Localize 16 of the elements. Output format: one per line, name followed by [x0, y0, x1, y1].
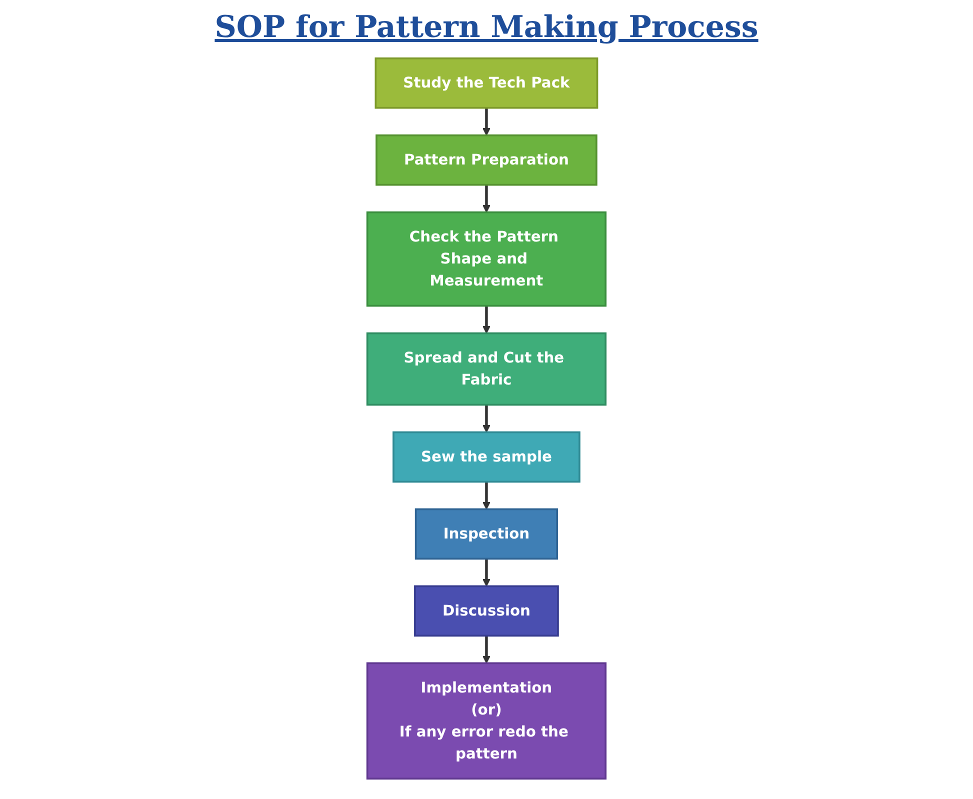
node-box: Study the Tech Pack [374, 57, 598, 109]
node-box: Inspection [414, 508, 558, 560]
arrow [482, 404, 491, 433]
arrow [482, 558, 491, 587]
node-box: Discussion [414, 585, 559, 637]
node-box: Pattern Preparation [376, 134, 598, 186]
node-box: Check the Pattern Shape and Measurement [366, 211, 607, 307]
arrow [482, 306, 491, 334]
node-box: Implementation (or) If any error redo the pattern [366, 662, 607, 780]
diagram-title: SOP for Pattern Making Process [214, 10, 760, 45]
arrow [482, 108, 491, 136]
arrow [482, 482, 491, 510]
node-box: Spread and Cut the Fabric [366, 332, 607, 406]
arrow [482, 636, 491, 664]
arrow [482, 184, 491, 213]
node-box: Sew the sample [392, 431, 580, 483]
